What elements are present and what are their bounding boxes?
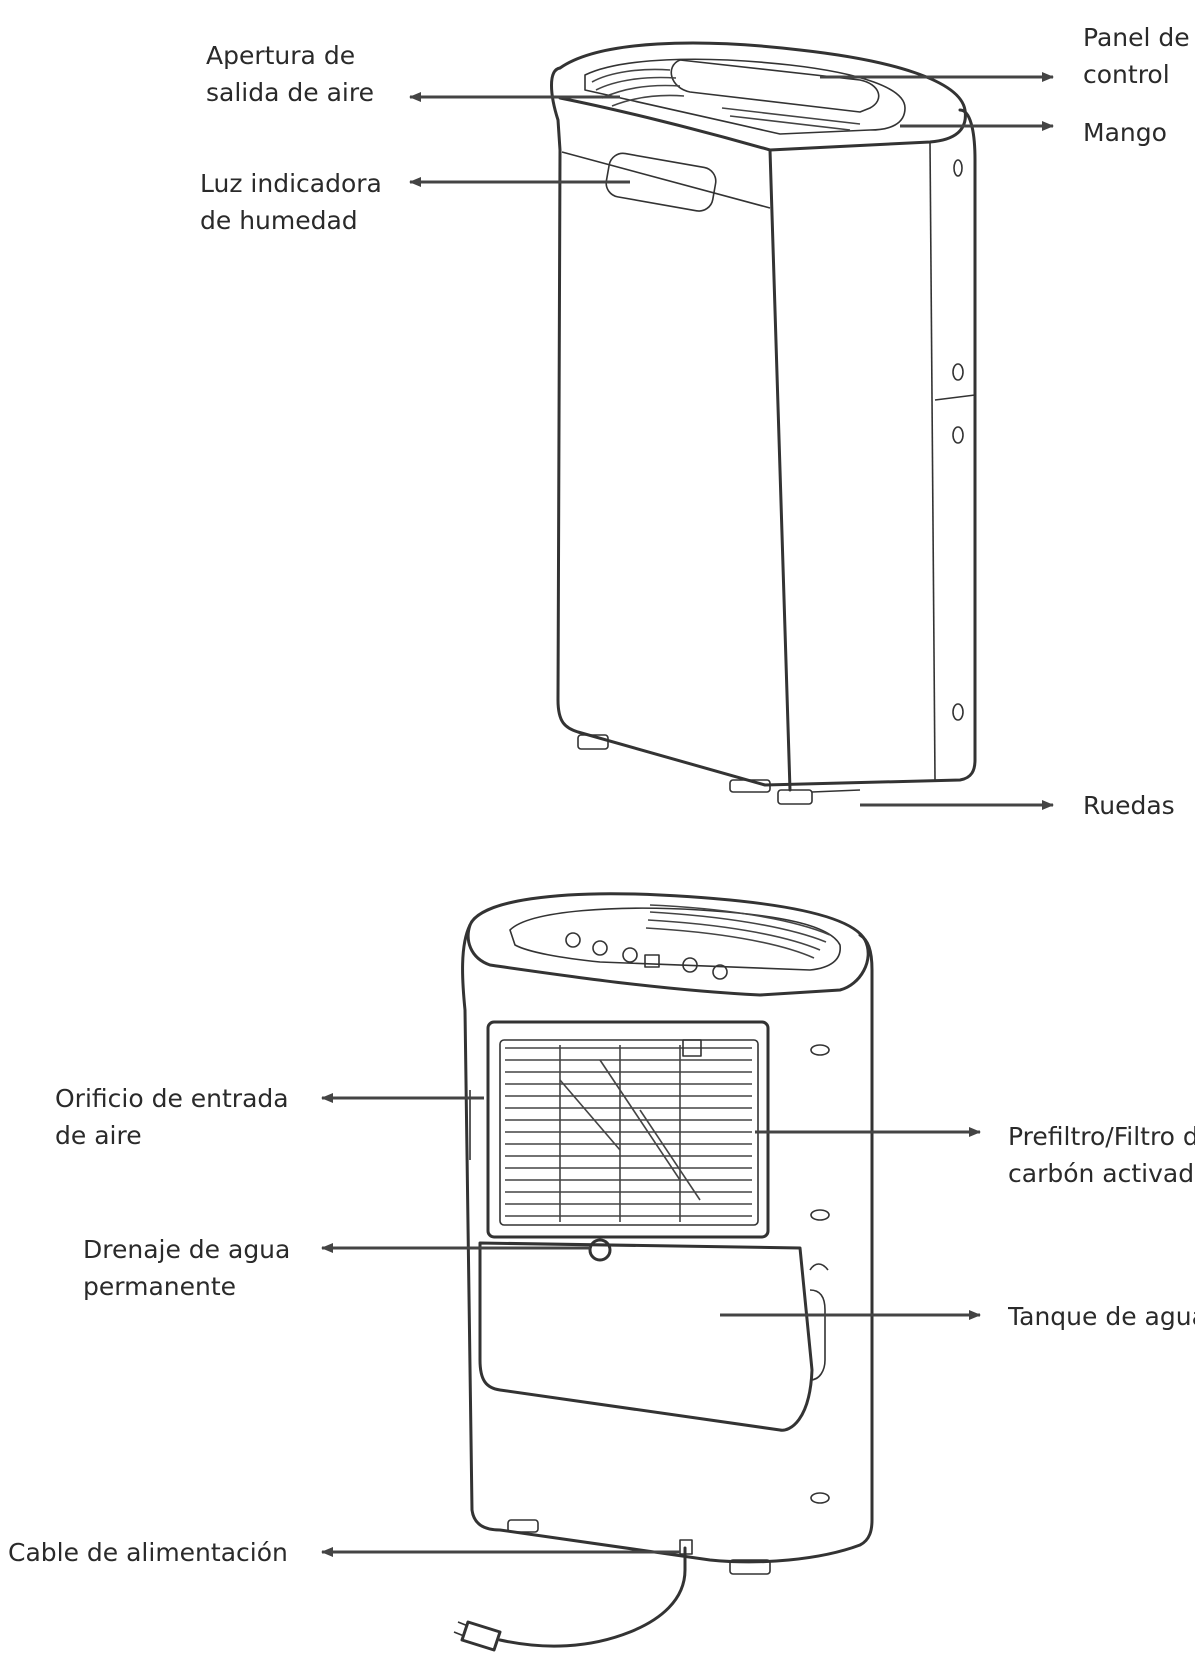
callout-arrows xyxy=(321,72,1054,1557)
label-humidity-light: Luz indicadora de humedad xyxy=(200,169,382,235)
label-wheels: Ruedas xyxy=(1083,791,1175,820)
label-power-cable: Cable de alimentación xyxy=(8,1538,288,1567)
label-air-inlet: Orificio de entrada de aire xyxy=(55,1084,289,1150)
label-control-panel: Panel de control xyxy=(1083,23,1190,89)
label-air-outlet: Apertura de salida de aire xyxy=(206,41,374,107)
label-handle: Mango xyxy=(1083,118,1167,147)
back-view-dehumidifier xyxy=(453,892,874,1652)
label-prefilter: Prefiltro/Filtro de carbón activado xyxy=(1008,1122,1195,1188)
label-water-tank: Tanque de agua xyxy=(1008,1302,1195,1331)
label-permanent-drain: Drenaje de agua permanente xyxy=(83,1235,291,1301)
front-view-dehumidifier xyxy=(550,41,977,805)
